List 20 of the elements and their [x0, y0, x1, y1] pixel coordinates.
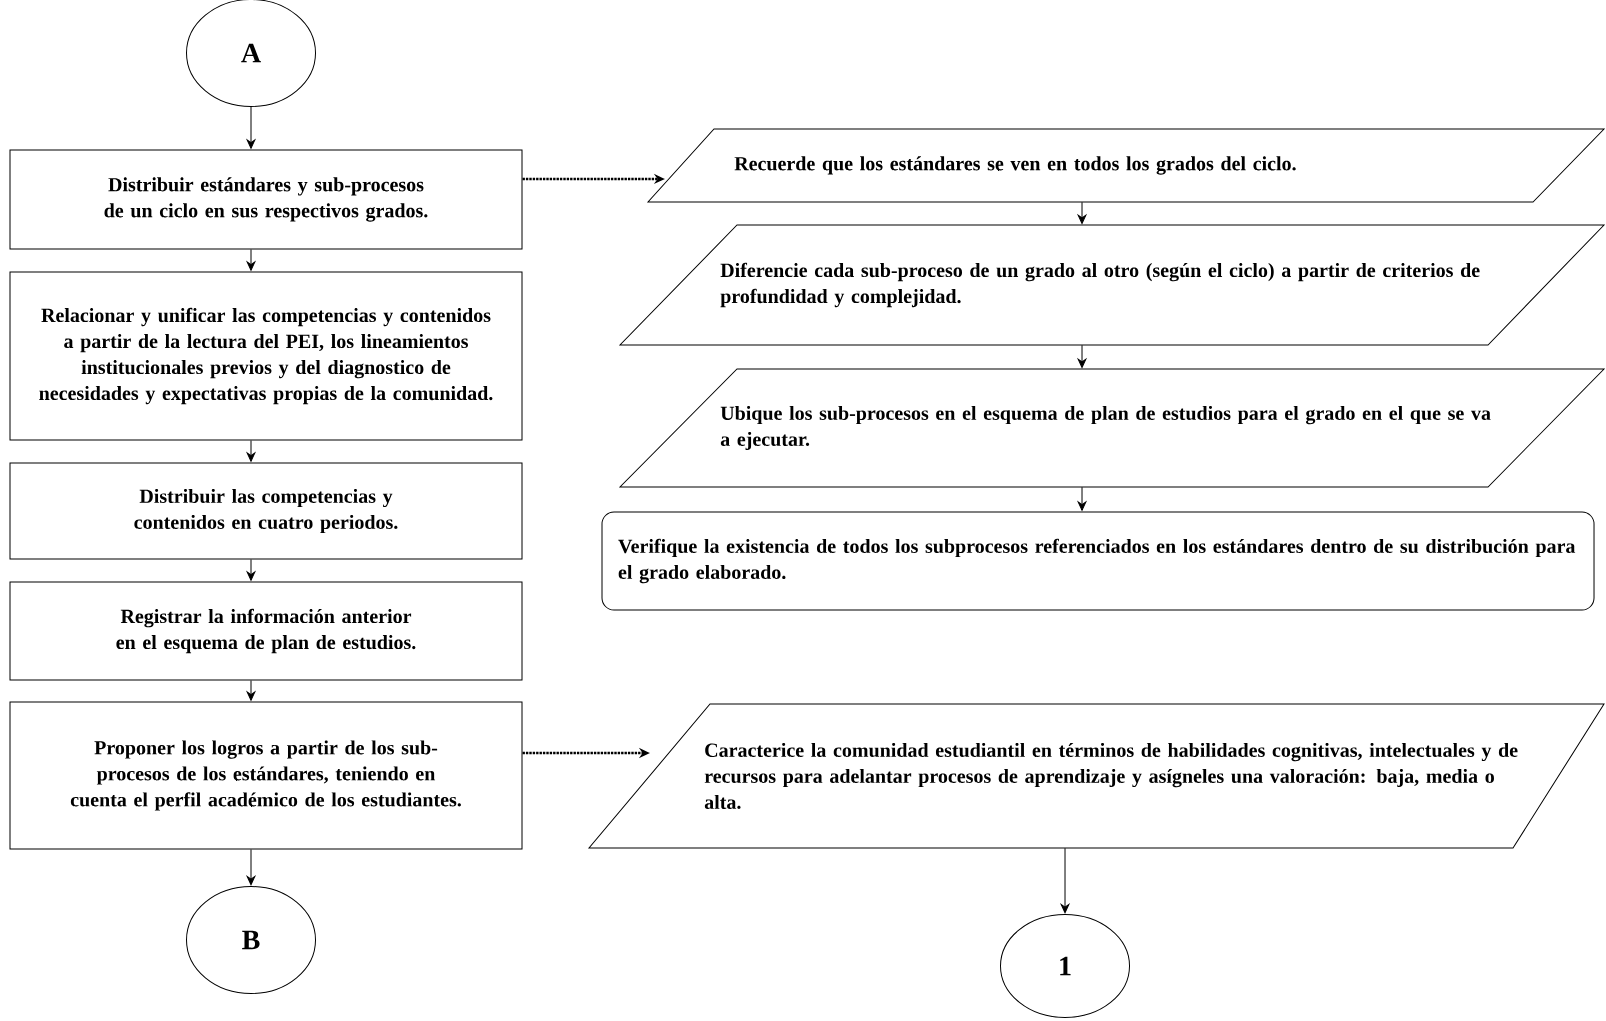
arrow: [1060, 847, 1070, 914]
data-parallelogram: Caracterice la comunidad estudiantil en términos de habilidades cognitivas, intelectuales y de recursos para adelantar procesos de aprendizaje y asígneles una valoración: baja, media o alta.: [588, 703, 1605, 849]
process-box: Distribuir estándares y sub-procesos de un ciclo en sus respectivos grados.: [9, 149, 523, 250]
arrow: [246, 559, 256, 581]
arrow: [246, 680, 256, 701]
arrow: [246, 106, 256, 149]
process-box: Relacionar y unificar las competencias y contenidos a partir de la lectura del PEI, los lineamientos institucionales previos y del diagnostico de necesidades y expectativas propias de la comunidad.: [9, 271, 523, 441]
data-parallelogram: Diferencie cada sub-proceso de un grado al otro (según el ciclo) a partir de criterios de profundidad y complejidad.: [619, 224, 1605, 346]
arrow: [246, 249, 256, 271]
process-box: Registrar la información anterior en el esquema de plan de estudios.: [9, 581, 523, 681]
arrow: [246, 849, 256, 886]
rounded-box: Verifique la existencia de todos los subprocesos referenciados en los estándares dentro de su distribución para el grado elaborado.: [601, 511, 1595, 611]
process-box: Proponer los logros a partir de los sub-procesos de los estándares, teniendo en cuenta el perfil académico de los estudiantes.: [9, 701, 523, 850]
data-parallelogram: Ubique los sub-procesos en el esquema de plan de estudios para el grado en el que se va a ejecutar.: [619, 368, 1605, 488]
arrow: [246, 440, 256, 462]
arrow: [1077, 344, 1087, 369]
process-box: Distribuir las competencias y contenidos en cuatro periodos.: [9, 462, 523, 560]
arrow: [1077, 486, 1087, 511]
arrow: [1077, 201, 1087, 225]
data-parallelogram: Recuerde que los estándares se ven en todos los grados del ciclo.: [647, 128, 1605, 203]
